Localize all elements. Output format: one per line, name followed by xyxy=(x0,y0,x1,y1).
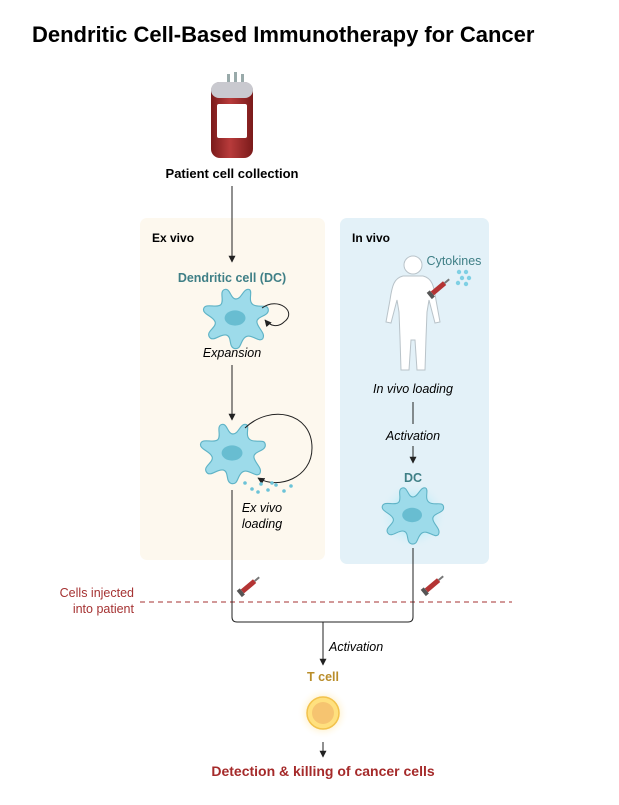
in-vivo-label: In vivo xyxy=(352,231,390,245)
injection-label-line2: into patient xyxy=(73,602,135,616)
ex-vivo-loading-line2: loading xyxy=(242,517,282,531)
ex-vivo-dc-label: Dendritic cell (DC) xyxy=(178,271,286,285)
human-body-icon xyxy=(385,255,441,371)
tcell-label: T cell xyxy=(307,670,339,684)
antigen-dots-icon xyxy=(243,481,293,494)
page-title: Dendritic Cell-Based Immunotherapy for C… xyxy=(32,22,535,47)
result-label: Detection & killing of cancer cells xyxy=(211,763,435,779)
cytokine-dots-icon xyxy=(455,269,472,287)
loading-cycle-arrow-icon xyxy=(244,413,313,485)
expansion-label: Expansion xyxy=(203,346,261,360)
ex-vivo-label: Ex vivo xyxy=(152,231,194,245)
ex-vivo-loading-line1: Ex vivo xyxy=(242,501,282,515)
syringe-icon-right xyxy=(420,575,444,597)
injection-label-line1: Cells injected xyxy=(60,586,134,600)
syringe-icon xyxy=(426,278,450,300)
in-vivo-panel xyxy=(340,218,489,564)
in-vivo-activation-label: Activation xyxy=(385,429,440,443)
in-vivo-loading-label: In vivo loading xyxy=(373,382,453,396)
cytokines-label: Cytokines xyxy=(427,254,482,268)
activation-main-label: Activation xyxy=(328,640,383,654)
blood-bag-icon xyxy=(211,72,253,158)
expansion-cycle-arrow-icon xyxy=(261,303,290,328)
syringe-icon-left xyxy=(236,576,260,598)
patient-collection-label: Patient cell collection xyxy=(166,166,299,181)
t-cell-icon xyxy=(297,687,349,739)
